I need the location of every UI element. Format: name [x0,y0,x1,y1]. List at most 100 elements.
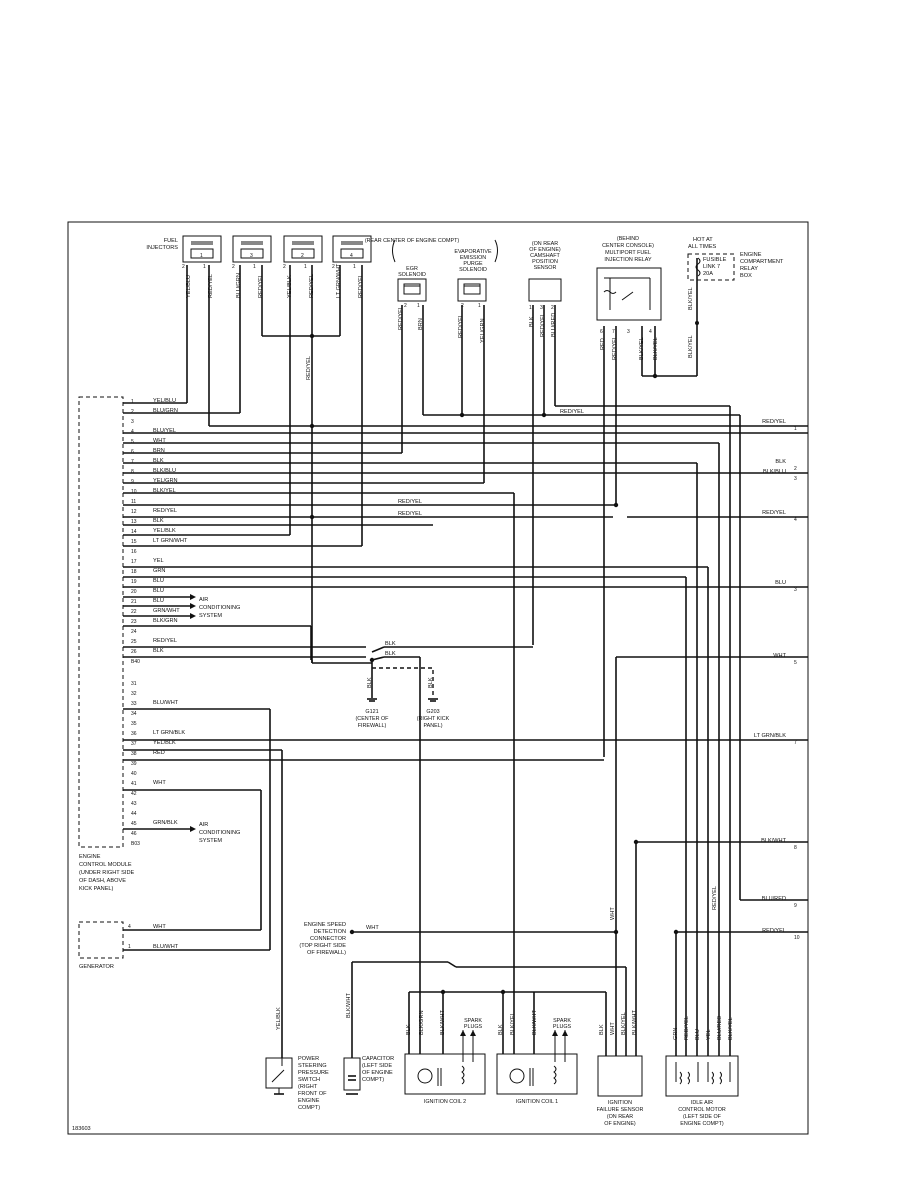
mfi-title-3: MULTIPORT FUEL [605,250,651,256]
egr-box [397,278,427,302]
svg-text:1: 1 [304,264,307,270]
ecm-pin-number: 9 [131,479,134,485]
right-wire-number: 5 [794,660,797,666]
ifs-w1: BLK [599,1024,605,1035]
injector-wire-1: YEL/BLU [186,275,192,298]
right-wire-color: WHT [773,653,786,659]
right-wire-color: BLK [775,459,786,465]
ecm-pin-color: BLU [153,598,164,604]
ecm-pin-color: YEL/BLK [153,528,176,534]
svg-text:1: 1 [128,944,131,950]
right-wire-number: 4 [794,517,797,523]
ecm-pin-color: LT GRN/BLK [153,730,185,736]
relay-box-1: ENGINE [740,252,762,258]
mfi-relay-box [596,267,662,321]
injector-number: 1 [200,253,203,259]
svg-text:2: 2 [182,264,185,270]
relay-box-2: COMPARTMENT [740,259,784,265]
fusible-link: HOT AT ALL TIMES FUSIBLE LINK 7 20A ENGI… [687,237,784,358]
iac-cap-2: CONTROL MOTOR [678,1107,726,1113]
ecm-pin-number: 23 [131,619,137,625]
svg-text:2: 2 [283,264,286,270]
svg-text:1: 1 [529,305,532,311]
iac-cap-3: (LEFT SIDE OF [683,1114,722,1120]
ac2-label-2: CONDITIONING [199,830,240,836]
blk-label-d: BLK [428,677,434,688]
ignition-coil-2: SPARK PLUGS BLK BLK/GRN BLK/WHT IGNITION… [404,1010,486,1105]
ac-label-3: SYSTEM [199,613,222,619]
coil2-caption: IGNITION COIL 2 [424,1099,466,1105]
coil1-plugs-2: PLUGS [553,1024,572,1030]
blk-label-a: BLK [385,641,396,647]
diagram-frame [67,221,809,1135]
svg-text:2: 2 [404,303,407,309]
ecm-pin-number: 45 [131,821,137,827]
ecm-pin-color: BLU [153,578,164,584]
ecm-pin-color: LT GRN/WHT [153,538,188,544]
right-wire-color: RED/YEL [762,928,786,934]
mid-labels: RED/YEL RED/YEL RED/YEL BLK BLK BLK BLK … [72,356,718,1132]
rear-center-label: (REAR CENTER OF ENGINE COMPT) [365,238,460,244]
ecm-pin-number: 39 [131,761,137,767]
relay-box [687,253,735,281]
evap-box [457,278,487,302]
ecm-pin-number: 15 [131,539,137,545]
ifs-cap-2: FAILURE SENSOR [597,1107,644,1113]
ecm-pin-number: 21 [131,599,137,605]
ecm-pin-color: BLU/WHT [153,700,179,706]
right-wire-color: BLK/WHT [761,838,786,844]
ecm-pin-number: 46 [131,831,137,837]
ac-label-1: AIR [199,597,208,603]
esd-title-5: OF FIREWALL) [307,950,346,956]
relay-box-4: BOX [740,273,752,279]
egr-title-1: EGR [406,266,418,272]
svg-text:2: 2 [332,264,335,270]
mfi-title-1: (BEHIND [617,236,639,242]
ac2-label-3: SYSTEM [199,838,222,844]
g203-2: (RIGHT KICK [417,716,450,722]
ecm-pin-number: 7 [131,459,134,465]
svg-text:3: 3 [540,305,543,311]
ecm-pin-color: GRN/BLK [153,820,178,826]
cmp-wire-2: RED/YEL [540,313,546,337]
generator-caption: GENERATOR [79,964,114,970]
cmp-box [528,278,562,302]
esd-title-3: CONNECTOR [310,936,346,942]
cmp-title-3: CAMSHAFT [530,253,560,259]
ecm-pin-number: 17 [131,559,137,565]
svg-text:7: 7 [612,329,615,335]
power-steering-pressure-switch: YEL/BLK POWERSTEERINGPRESSURESWITCH(RIGH… [265,1007,329,1111]
egr-wire-2: BRN [418,318,424,330]
iac-wire-label: YEL [706,1029,712,1040]
mfi-relay: (BEHIND CENTER CONSOLE) MULTIPORT FUEL I… [596,236,662,360]
ecm-pin-color: YEL/BLU [153,398,176,404]
ecm-pin-number: 14 [131,529,137,535]
ecm-pin-color: RED [153,750,165,756]
ecm-pin-number: 11 [131,499,136,505]
injector-wire-2: RED/YEL [258,274,264,298]
iac-wire-label: BLU/RED [717,1016,723,1040]
iac-cap-4: ENGINE COMPT) [680,1121,724,1127]
ps-title-line: POWER [298,1056,319,1062]
svg-text:4: 4 [128,924,131,930]
ifs-w4: BLK/WHT [632,1010,638,1035]
evap-wire-2: YEL/GRN [480,318,486,343]
fusible-wire-1: BLK/YEL [688,287,694,310]
svg-text:3: 3 [627,329,630,335]
evap-title-4: SOLENOID [459,267,487,273]
ecm-pin-number: 5 [131,439,134,445]
ecm-pin-color: BLK/BLU [153,468,176,474]
ps-title-line: (RIGHT [298,1084,318,1090]
ecm-pin-color: BLU [153,588,164,594]
hot-label-2: ALL TIMES [688,244,717,250]
svg-text:1: 1 [478,303,481,309]
ps-title-line: FRONT OF [298,1091,327,1097]
ecm-pin-number: 8 [131,469,134,475]
injector-feed-label: RED/YEL [306,356,312,380]
ecm-pin-color: BLU/GRN [153,408,178,414]
cmp-title-4: POSITION [532,259,558,265]
ecm-pin-number: 10 [131,489,137,495]
